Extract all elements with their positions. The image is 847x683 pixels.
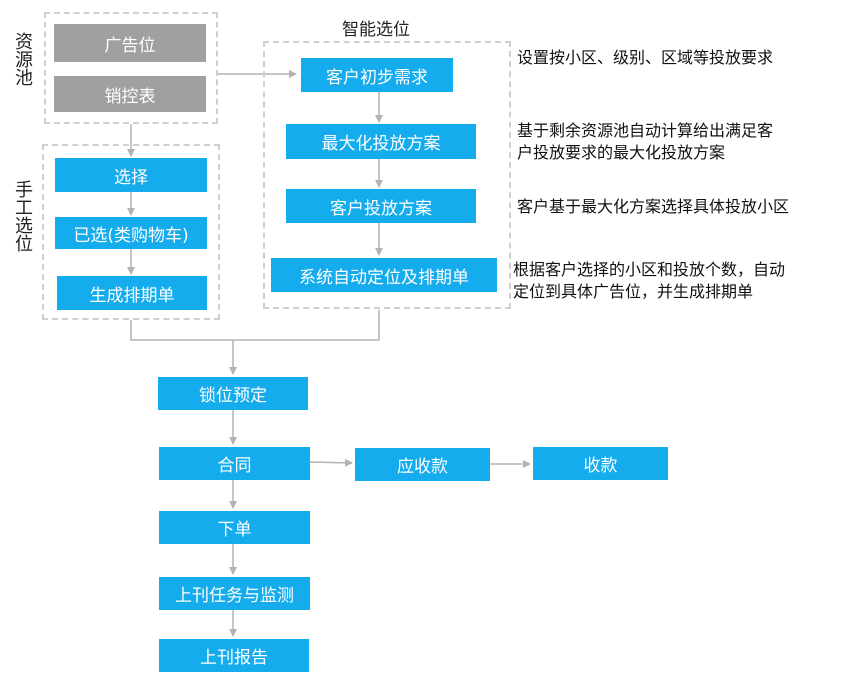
ad-slot-box: 广告位	[54, 24, 206, 62]
select-step: 选择	[55, 158, 207, 192]
client-plan-step: 客户投放方案	[286, 189, 476, 223]
max-plan-step: 最大化投放方案	[286, 124, 476, 159]
resource-pool-label: 资源池	[12, 32, 33, 86]
resource-pool-group	[44, 12, 218, 124]
collection-step: 收款	[533, 447, 668, 480]
smart-selection-group	[263, 41, 511, 309]
note-max-plan: 基于剩余资源池自动计算给出满足客 户投放要求的最大化投放方案	[517, 121, 774, 162]
receivable-step: 应收款	[355, 448, 490, 481]
note-initial-need: 设置按小区、级别、区域等投放要求	[517, 48, 774, 67]
generate-schedule-step: 生成排期单	[57, 276, 207, 310]
selected-cart-step: 已选(类购物车)	[55, 217, 207, 249]
publish-monitor-step: 上刊任务与监测	[159, 577, 310, 610]
lock-booking-step: 锁位预定	[158, 377, 308, 410]
note-client-plan: 客户基于最大化方案选择具体投放小区	[517, 197, 790, 216]
sales-control-sheet-box: 销控表	[54, 76, 206, 112]
order-step: 下单	[159, 511, 310, 544]
auto-position-step: 系统自动定位及排期单	[271, 258, 497, 292]
arrow-contract-to-receivable	[309, 458, 353, 467]
initial-need-step: 客户初步需求	[301, 58, 453, 92]
contract-step: 合同	[159, 447, 310, 480]
merge-line	[130, 310, 380, 341]
manual-selection-label: 手工选位	[12, 180, 33, 252]
manual-selection-group	[42, 144, 220, 320]
smart-selection-title: 智能选位	[342, 20, 410, 40]
publish-report-step: 上刊报告	[159, 639, 309, 672]
note-auto-position: 根据客户选择的小区和投放个数，自动 定位到具体广告位，并生成排期单	[513, 260, 786, 301]
